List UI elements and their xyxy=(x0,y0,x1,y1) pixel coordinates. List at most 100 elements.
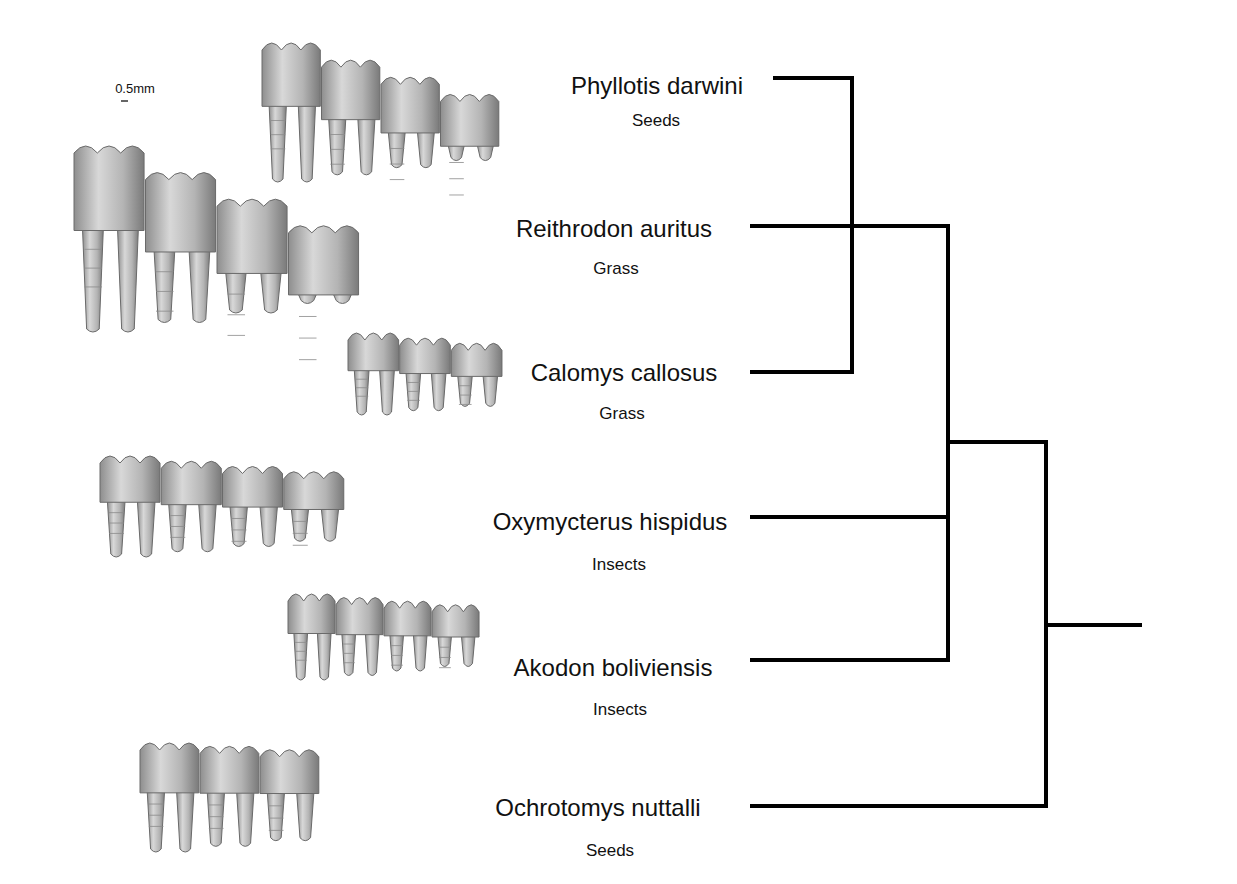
tooth-root xyxy=(431,370,446,411)
tooth-renders xyxy=(74,43,502,852)
striation xyxy=(170,515,185,516)
tooth-crown xyxy=(262,43,320,106)
striation xyxy=(407,391,420,392)
diet-label: Insects xyxy=(593,701,647,720)
tooth-crown xyxy=(400,338,451,373)
tooth-root xyxy=(298,102,315,182)
diet-label: Grass xyxy=(593,260,638,279)
striation xyxy=(295,660,307,661)
striation xyxy=(109,523,124,524)
tooth-crown xyxy=(348,333,399,371)
tooth-crown xyxy=(100,456,160,502)
tooth-root xyxy=(260,269,281,313)
striation xyxy=(459,385,472,386)
striation xyxy=(232,541,247,542)
striation xyxy=(439,647,451,648)
tooth-root xyxy=(342,631,356,676)
tooth-root xyxy=(406,370,421,411)
tooth-root xyxy=(294,630,308,681)
striation xyxy=(343,653,355,654)
striation xyxy=(390,164,405,165)
striation xyxy=(391,645,403,646)
tooth-root xyxy=(147,789,165,852)
tooth-root xyxy=(365,631,379,676)
tooth-crown xyxy=(381,77,439,133)
striation xyxy=(271,120,286,121)
tooth-root xyxy=(168,501,186,552)
tooth-root xyxy=(82,227,103,333)
striation xyxy=(149,815,164,816)
striation xyxy=(228,294,246,295)
striation xyxy=(449,194,464,195)
species-name: Phyllotis darwini xyxy=(571,73,743,99)
tooth-crown xyxy=(161,461,221,504)
striation xyxy=(269,818,284,819)
striation xyxy=(391,655,403,656)
tooth-root xyxy=(413,632,427,671)
striation xyxy=(85,268,103,269)
diet-label: Seeds xyxy=(632,112,680,131)
tooth-crown xyxy=(200,746,259,793)
tooth-crown xyxy=(289,226,359,295)
tooth-root xyxy=(483,372,498,406)
striation xyxy=(295,651,307,652)
tooth-crown xyxy=(441,94,499,146)
tooth-root xyxy=(107,498,125,557)
tooth-root xyxy=(390,632,404,671)
species-name: Reithrodon auritus xyxy=(516,216,712,242)
species-name: Calomys callosus xyxy=(531,360,718,386)
striation xyxy=(156,271,174,272)
striation xyxy=(299,338,317,339)
tooth-crown xyxy=(322,60,380,119)
tooth-crown xyxy=(288,594,335,634)
tooth-root xyxy=(176,789,194,852)
striation xyxy=(109,512,124,513)
tooth-root xyxy=(461,633,475,666)
tooth-root xyxy=(388,129,405,168)
tooth-root xyxy=(137,498,155,557)
striation xyxy=(109,533,124,534)
tooth-crown xyxy=(284,472,344,510)
striation xyxy=(356,396,369,397)
tooth-crown xyxy=(432,605,479,637)
tooth-root xyxy=(260,503,278,546)
tooth-root xyxy=(189,248,210,323)
striation xyxy=(459,395,472,396)
tooth-crown xyxy=(223,467,283,508)
striation xyxy=(330,164,345,165)
tooth-root xyxy=(417,129,434,168)
striation xyxy=(449,178,464,179)
striation xyxy=(271,148,286,149)
striation xyxy=(459,404,472,405)
diet-label: Grass xyxy=(599,405,644,424)
striation xyxy=(269,830,284,831)
tooth-root xyxy=(328,116,345,175)
striation xyxy=(299,316,317,317)
tooth-crown xyxy=(74,146,144,231)
striation xyxy=(439,657,451,658)
species-name: Oxymycterus hispidus xyxy=(493,509,728,535)
striation xyxy=(85,286,103,287)
striation xyxy=(209,816,224,817)
striation xyxy=(295,642,307,643)
striation xyxy=(232,518,247,519)
striation xyxy=(85,249,103,250)
tooth-root xyxy=(296,790,314,841)
tooth-root xyxy=(154,248,175,323)
striation xyxy=(390,148,405,149)
diet-label: Insects xyxy=(592,556,646,575)
striation xyxy=(330,149,345,150)
striation xyxy=(407,382,420,383)
striation xyxy=(156,311,174,312)
striation xyxy=(330,134,345,135)
tooth-root xyxy=(117,227,138,333)
striation xyxy=(391,665,403,666)
striation xyxy=(149,804,164,805)
species-name: Akodon boliviensis xyxy=(514,655,713,681)
tooth-crown xyxy=(451,343,502,376)
tooth-root xyxy=(236,789,254,846)
diet-label: Seeds xyxy=(586,842,634,861)
striation xyxy=(209,804,224,805)
